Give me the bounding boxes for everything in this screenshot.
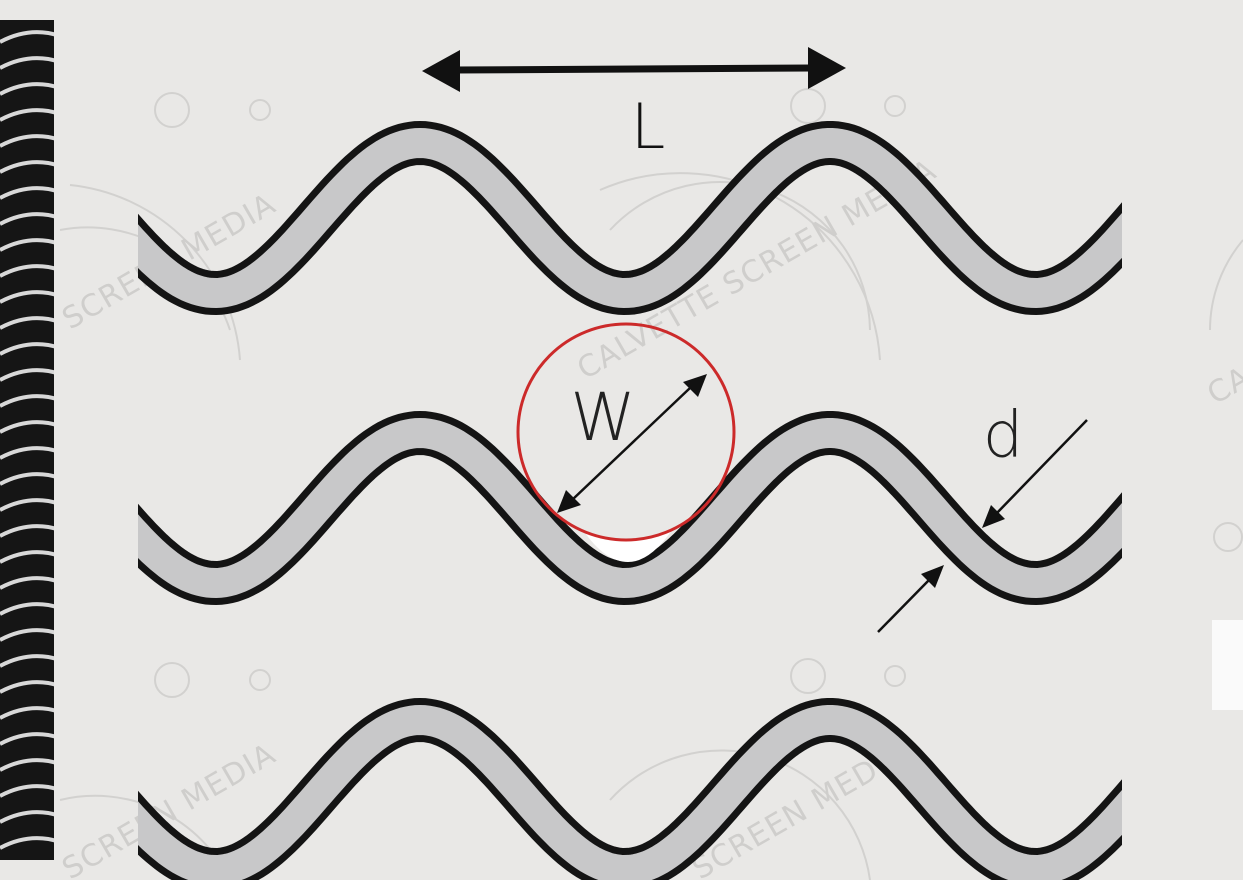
pitch-dimension: L <box>422 47 846 163</box>
diameter-arrowhead <box>921 565 944 588</box>
watermark-circle <box>154 662 190 698</box>
wire-diameter-dimension: d <box>877 399 1088 633</box>
watermark-circle <box>249 669 271 691</box>
aperture-arrowhead <box>557 490 581 513</box>
watermark-arc <box>1209 239 1243 331</box>
pitch-arrowhead-right <box>808 47 846 89</box>
aperture-dimension: W <box>516 322 736 562</box>
diameter-label: d <box>983 399 1024 473</box>
watermark-arc <box>69 184 241 361</box>
wire-body <box>138 704 1122 880</box>
watermark-circle <box>249 99 271 121</box>
aperture-arrow-line <box>571 387 691 501</box>
watermark-arc <box>599 172 881 361</box>
pitch-arrow-line <box>454 64 813 74</box>
watermark-circle <box>1213 522 1243 552</box>
aperture-label: W <box>570 379 635 456</box>
watermark-text: CA <box>1202 360 1243 412</box>
watermark-circle <box>790 88 826 124</box>
pitch-arrowhead-left <box>422 50 460 92</box>
watermark-circle <box>884 95 906 117</box>
wire-body <box>138 417 1122 599</box>
watermark-circle <box>884 665 906 687</box>
aperture-highlight-circle <box>516 322 736 542</box>
wire-body <box>138 127 1122 309</box>
watermark-circle <box>154 92 190 128</box>
wires-group <box>138 120 1122 880</box>
diameter-arrow-line <box>994 419 1088 516</box>
diameter-arrowhead <box>982 505 1005 528</box>
screen-edge-strip <box>0 20 54 860</box>
aperture-arrowhead <box>683 374 707 397</box>
background-highlight <box>1212 620 1243 710</box>
diameter-arrow-line <box>877 578 931 633</box>
watermark-circle <box>790 658 826 694</box>
pitch-label: L <box>631 90 666 163</box>
